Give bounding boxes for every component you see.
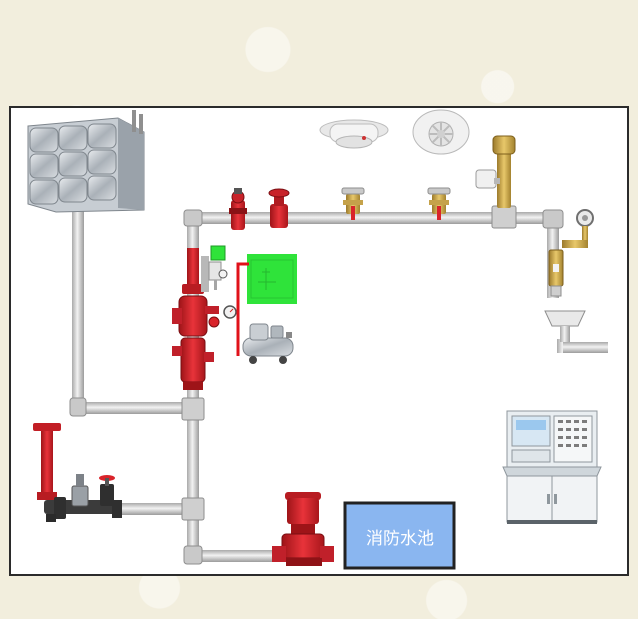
pressure-switch-icon <box>208 245 228 290</box>
smoke-detector-icon <box>319 119 389 149</box>
fire-pump-icon <box>272 492 334 566</box>
fire-pool: 消防水池 <box>343 501 456 570</box>
water-tank-icon <box>27 110 145 213</box>
sprinkler-head-icon <box>341 187 365 220</box>
pump-adapter-icon <box>33 423 122 522</box>
air-line <box>236 262 249 356</box>
control-box-icon <box>247 254 297 304</box>
end-test-device-icon <box>544 209 594 342</box>
fire-pool-label: 消防水池 <box>366 529 434 549</box>
sprinkler-head-icon <box>427 187 451 220</box>
automatic-exhaust-valve-icon <box>475 135 516 208</box>
signal-butterfly-valve-icon <box>229 188 247 230</box>
alarm-valve-icon <box>172 248 237 390</box>
gate-valve-icon <box>268 188 290 228</box>
fire-control-cabinet-icon <box>502 410 602 524</box>
heat-detector-icon <box>412 109 470 155</box>
air-compressor-icon <box>242 323 294 364</box>
